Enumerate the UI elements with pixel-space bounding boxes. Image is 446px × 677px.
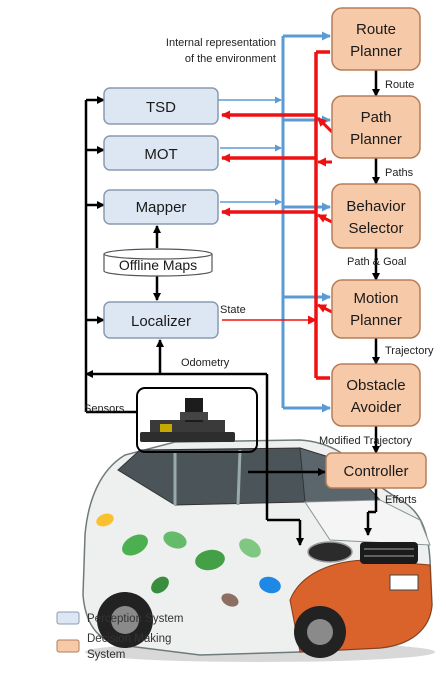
modified-trajectory-edge-label: Modified Trajectory [319,435,412,447]
route-planner-box [331,7,421,71]
behavior-selector-label-line2: Selector [348,220,403,237]
decision-boxes: Route Planner Path Planner Behavior Sele… [325,7,427,489]
sensors-edge-label: Sensors [84,403,125,415]
mot-label: MOT [144,146,177,163]
tsd-box [103,87,219,125]
path-goal-edge-label: Path & Goal [347,256,406,268]
offline-maps-database: Offline Maps [103,248,213,277]
behavior-selector-label-line1: Behavior [346,198,405,215]
motion-planner-label-line1: Motion [353,290,398,307]
legend-perception-label: Perception System [87,613,184,625]
efforts-edge-label: Efforts [385,494,417,506]
legend: Perception System Decision Making System [56,611,184,661]
mapper-box [103,189,219,225]
route-planner-label-line2: Planner [350,43,402,60]
legend-decision-label-line1: Decision Making [87,633,171,645]
legend-decision-label-line2: System [87,649,125,661]
obstacle-avoider-label-line1: Obstacle [346,377,405,394]
route-planner-label-line1: Route [356,21,396,38]
motion-planner-box [331,279,421,339]
tsd-label: TSD [146,99,176,116]
black-arrows [84,70,380,546]
internal-rep-label-line2: of the environment [185,53,276,65]
state-edge-label: State [220,304,246,316]
paths-edge-label: Paths [385,167,414,179]
car-illustration [82,398,435,662]
odometry-edge-label: Odometry [181,357,230,369]
legend-perception-swatch [56,611,80,625]
sensor-highlight-box [136,387,258,453]
route-edge-label: Route [385,79,414,91]
localizer-box [103,301,219,339]
controller-box [325,452,427,489]
obstacle-avoider-box [331,363,421,427]
controller-label: Controller [343,463,408,480]
path-planner-label-line2: Planner [350,131,402,148]
behavior-selector-box [331,183,421,249]
mapper-label: Mapper [136,199,187,216]
trajectory-edge-label: Trajectory [385,345,434,357]
edge-labels: Internal representation of the environme… [84,37,434,506]
motion-planner-label-line2: Planner [350,312,402,329]
blue-arrows [218,31,331,413]
perception-boxes: TSD MOT Mapper Offline Maps Localizer [103,87,219,339]
path-planner-box [331,95,421,159]
path-planner-label-line1: Path [361,109,392,126]
obstacle-avoider-label-line2: Avoider [351,399,402,416]
localizer-label: Localizer [131,313,191,330]
legend-decision-swatch [56,639,80,653]
internal-rep-label-line1: Internal representation [166,37,276,49]
offline-maps-label: Offline Maps [119,257,197,273]
red-arrows [221,50,334,380]
mot-box [103,135,219,171]
